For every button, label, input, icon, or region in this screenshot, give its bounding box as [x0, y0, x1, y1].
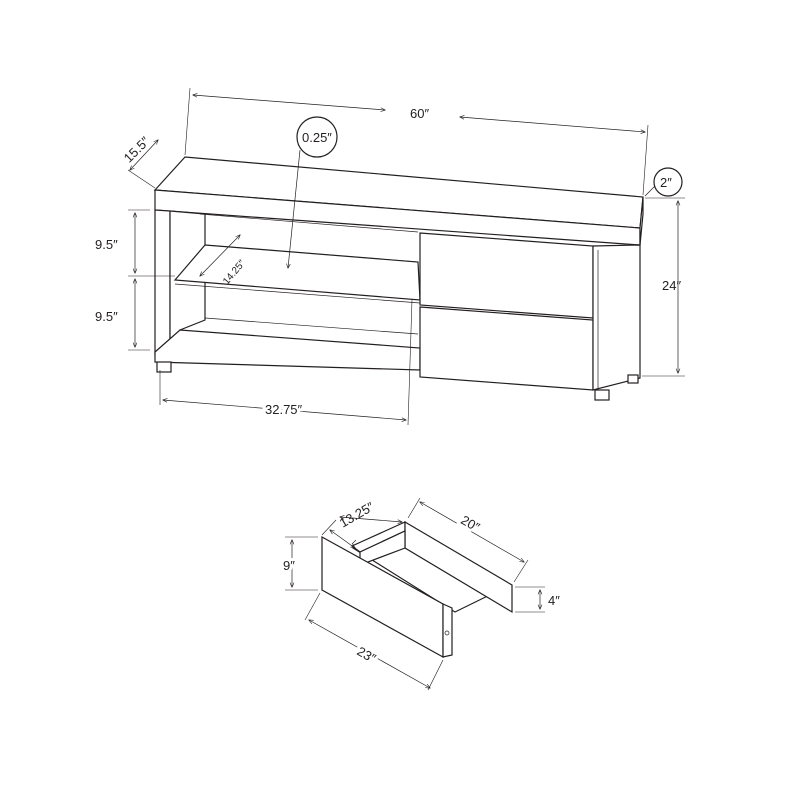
drawer-side-dim — [420, 502, 524, 562]
drawer-front-height-label: 9″ — [283, 558, 295, 573]
top-thickness-label: 2″ — [660, 175, 672, 190]
glass-shelf — [173, 244, 421, 301]
back-top-line — [199, 213, 419, 233]
drawer-front-width-dim — [309, 620, 430, 688]
right-side-panel — [592, 244, 641, 391]
bottom-plinth — [154, 329, 421, 371]
open-width-dim — [163, 400, 406, 420]
drawer-depth-dim — [330, 530, 355, 548]
open-width-label: 32.75″ — [265, 402, 303, 417]
width-dim-left — [193, 95, 385, 110]
drawer-side-height-label: 4″ — [548, 593, 560, 608]
left-foot — [156, 361, 172, 373]
glass-thickness-leader — [288, 149, 301, 268]
glass-thickness-label: 0.25″ — [302, 130, 332, 145]
right-foot — [594, 389, 610, 401]
stand-dimensions: 60″ 15.5″ 0.25″ 2″ 9.5″ 9.5″ 14.25″ 24″ … — [95, 87, 685, 426]
glass-depth-dim — [200, 235, 240, 276]
glass-edge — [174, 283, 421, 304]
left-panel — [154, 209, 171, 356]
drawer — [321, 520, 513, 659]
width-dim-right — [460, 117, 645, 132]
top-right-edge — [639, 196, 644, 246]
top-thickness-callout — [653, 167, 683, 197]
drawer-depth-label: 13.25″ — [337, 499, 377, 531]
drawer-upper — [419, 232, 594, 319]
drawer-depth-dim-aux — [340, 517, 402, 522]
drawer-runner-hole — [444, 630, 450, 636]
upper-shelf-label: 9.5″ — [95, 237, 118, 252]
drawer-front-edge — [442, 603, 453, 658]
width-label: 60″ — [410, 106, 429, 121]
height-label: 24″ — [662, 278, 681, 293]
back-right-foot — [627, 374, 639, 384]
glass-thickness-callout — [296, 116, 338, 158]
depth-label: 15.5″ — [121, 133, 153, 165]
depth-dim — [130, 140, 158, 170]
back-bottom-line — [204, 317, 419, 335]
drawer-side-label: 20″ — [458, 512, 482, 535]
drawer-lower — [419, 306, 594, 391]
drawer-front-width-label: 23″ — [354, 643, 378, 666]
lower-shelf-label: 9.5″ — [95, 309, 118, 324]
top-thickness-leader — [644, 185, 656, 197]
